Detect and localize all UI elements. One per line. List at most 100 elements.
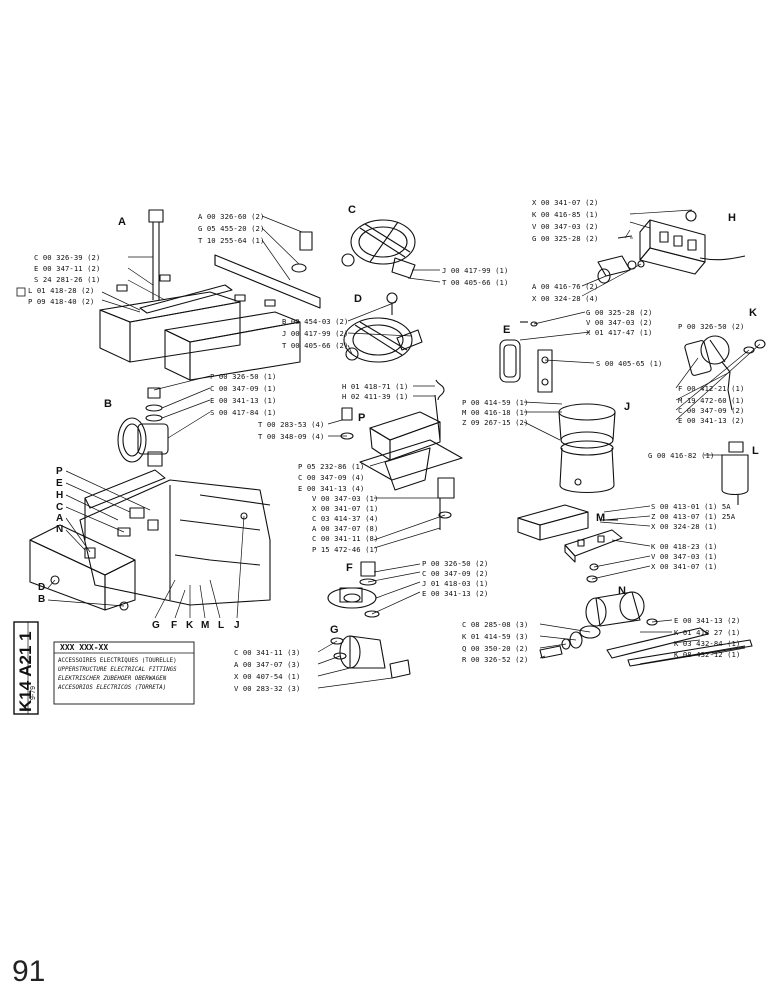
machine-letter-b: B: [38, 594, 46, 605]
machine-letter-p: P: [56, 466, 63, 477]
beacon-assembly-p: [340, 379, 463, 530]
part-label: T 00 405-66 (1): [442, 278, 509, 287]
part-label: H 02 411-39 (1): [342, 392, 409, 401]
group-letter-m: M: [596, 512, 606, 524]
part-label: J 00 417-99 (1): [442, 266, 509, 275]
lamp-base-f: [327, 561, 380, 618]
part-label: Q 00 350-20 (2): [462, 644, 529, 653]
part-label: T 00 283-53 (4): [258, 420, 325, 429]
part-label: V 00 347-03 (1): [651, 552, 718, 561]
machine-letter-h: H: [56, 490, 64, 501]
part-label: Z 09 267-15 (2): [462, 418, 529, 427]
switch-panel-h: [597, 210, 746, 284]
part-label: K 03 432-84 (1): [674, 639, 741, 648]
machine-superstructure: [29, 469, 271, 611]
part-label: X 00 341-07 (1): [312, 504, 379, 513]
part-label: J 01 418-03 (1): [422, 579, 489, 588]
part-label: E 00 347-11 (2): [34, 264, 101, 273]
part-label: C 00 347-09 (2): [422, 569, 489, 578]
sheet-date: 9-79: [30, 685, 37, 700]
part-label: A 00 347-07 (8): [312, 524, 379, 533]
part-label: V 00 347-03 (2): [532, 222, 599, 231]
part-label: S 00 405-65 (1): [596, 359, 663, 368]
group-letter-n: N: [618, 585, 626, 597]
group-letter-l: L: [752, 445, 759, 457]
part-label: C 03 414-37 (4): [312, 514, 379, 523]
part-label: V 00 347-03 (1): [312, 494, 379, 503]
group-letter-f: F: [346, 562, 353, 574]
part-label: P 00 326-50 (2): [422, 559, 489, 568]
part-label: A 00 326-60 (2): [198, 212, 265, 221]
part-label: E 00 341-13 (2): [678, 416, 745, 425]
part-label: X 00 407-54 (1): [234, 672, 301, 681]
title-en: UPPERSTRUCTURE ELECTRICAL FITTINGS: [58, 667, 177, 673]
work-lamp-c: [341, 219, 416, 279]
wiper-motor-n: [539, 591, 753, 667]
machine-letter-e: E: [56, 478, 63, 489]
work-lamp-d: [343, 292, 423, 363]
part-label: A 00 416-76 (2): [532, 282, 599, 291]
machine-letter-f: F: [171, 620, 178, 631]
part-label: C 00 347-09 (1): [210, 384, 277, 393]
horn-assembly: [117, 387, 169, 467]
part-label: P 00 326-50 (1): [210, 372, 277, 381]
switch-k: [684, 335, 766, 411]
part-label: V 00 283-32 (3): [234, 684, 301, 693]
part-label: M 00 416-18 (1): [462, 408, 529, 417]
part-label: T 00 348-09 (4): [258, 432, 325, 441]
part-label: M 19 472-60 (1): [678, 396, 745, 405]
fuse-holder-m: [517, 504, 623, 583]
part-label: C 00 326-39 (2): [34, 253, 101, 262]
part-label: K 01 418 27 (1): [674, 628, 741, 637]
group-letter-a: A: [118, 216, 126, 228]
title-code: XXX XXX-XX: [60, 643, 109, 652]
part-label: K 00 416-85 (1): [532, 210, 599, 219]
part-label: R 00 326-52 (2): [462, 655, 529, 664]
part-label: P 15 472-46 (1): [312, 545, 379, 554]
part-label: G 00 325-28 (2): [532, 234, 599, 243]
part-label: E 00 341-13 (1): [210, 396, 277, 405]
part-label: K 08 432-12 (1): [674, 650, 741, 659]
part-label: C 00 347-09 (2): [678, 406, 745, 415]
part-label: S 24 281-26 (1): [34, 275, 101, 284]
part-label: X 00 324-28 (4): [532, 294, 599, 303]
part-label: F 00 412-21 (1): [678, 384, 745, 393]
machine-letter-a: A: [56, 513, 64, 524]
part-label: P 00 326-50 (2): [678, 322, 745, 331]
part-label: T 00 405-66 (2): [282, 341, 349, 350]
group-letter-g: G: [330, 624, 339, 636]
part-label: C 08 285-08 (3): [462, 620, 529, 629]
part-label: J 00 417-99 (2): [282, 329, 349, 338]
group-letter-k: K: [749, 307, 757, 319]
part-label: X 00 341-07 (1): [651, 562, 718, 571]
part-label: E 00 341-13 (4): [298, 484, 365, 493]
part-label: X 00 324-28 (1): [651, 522, 718, 531]
machine-letter-g: G: [152, 620, 160, 631]
machine-letter-n: N: [56, 524, 64, 535]
machine-letter-d: D: [38, 582, 46, 593]
machine-letter-l: L: [218, 620, 225, 631]
part-label: E 00 341-13 (2): [674, 616, 741, 625]
part-label: X 01 417-47 (1): [586, 328, 653, 337]
part-label: B 00 454-03 (2): [282, 317, 349, 326]
group-letter-b: B: [104, 398, 112, 410]
machine-letter-m: M: [201, 620, 210, 631]
part-label: V 00 347-03 (2): [586, 318, 653, 327]
part-label: P 09 418-40 (2): [28, 297, 95, 306]
part-label: X 00 341-07 (2): [532, 198, 599, 207]
part-label: S 00 417-84 (1): [210, 408, 277, 417]
page-number: 91: [12, 955, 46, 988]
battery-assembly: [99, 209, 321, 381]
part-label: G 00 325-28 (2): [586, 308, 653, 317]
part-label: K 00 418-23 (1): [651, 542, 718, 551]
part-label: C 00 341-11 (3): [234, 648, 301, 657]
leader-lines: [13, 209, 761, 715]
part-label: H 01 418-71 (1): [342, 382, 409, 391]
part-label: K 01 414-59 (3): [462, 632, 529, 641]
part-label: L 01 418-28 (2): [28, 286, 95, 295]
connector-g: [330, 635, 411, 679]
bottle-l: [721, 441, 749, 505]
group-letter-c: C: [348, 204, 356, 216]
part-label: T 10 255-64 (1): [198, 236, 265, 245]
